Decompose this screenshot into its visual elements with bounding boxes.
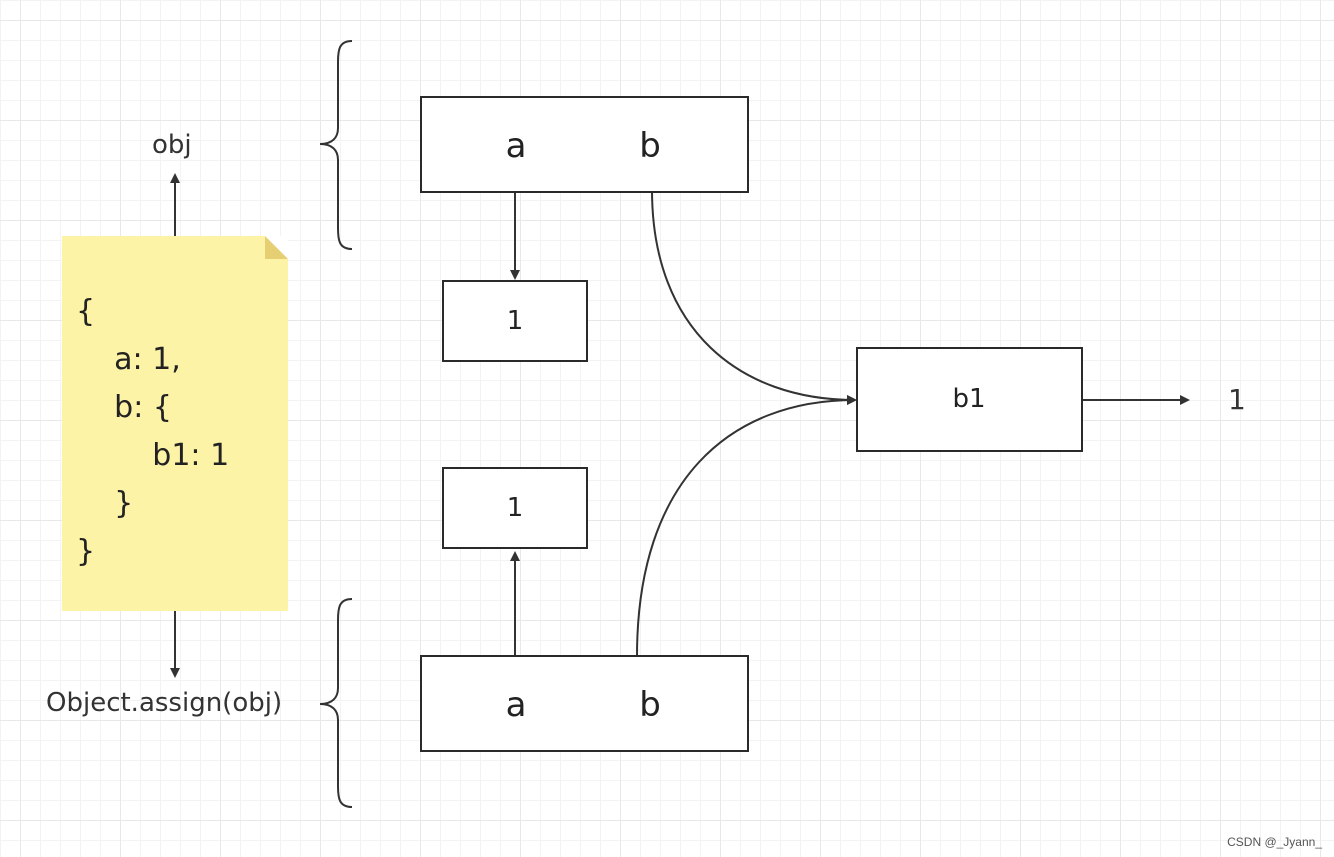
obj-reference-box (420, 96, 749, 193)
object-assign-label: Object.assign(obj) (46, 688, 283, 718)
obj-a-value: 1 (506, 306, 524, 336)
b1-value-label: 1 (1228, 383, 1246, 416)
copy-a-value: 1 (506, 493, 524, 523)
obj-prop-a: a (505, 126, 527, 166)
top-brace (319, 40, 353, 250)
obj-prop-b: b (639, 126, 661, 166)
object-literal-note: { a: 1, b: { b1: 1 } } (62, 236, 288, 611)
obj-a-value-box (442, 280, 588, 362)
b1-label: b1 (952, 384, 986, 414)
obj-label: obj (152, 130, 192, 160)
curve-bottom-b-to-b1 (636, 395, 857, 657)
copy-reference-box (420, 655, 749, 752)
object-literal-code: { a: 1, b: { b1: 1 } } (76, 294, 230, 569)
copy-prop-b: b (639, 685, 661, 725)
copy-prop-a: a (505, 685, 527, 725)
bottom-brace (319, 598, 353, 808)
curve-top-b-to-b1 (651, 189, 857, 405)
copy-a-value-box (442, 467, 588, 549)
watermark: CSDN @_Jyann_ (1227, 835, 1322, 849)
note-folded-corner (265, 236, 288, 259)
b1-box (856, 347, 1083, 452)
